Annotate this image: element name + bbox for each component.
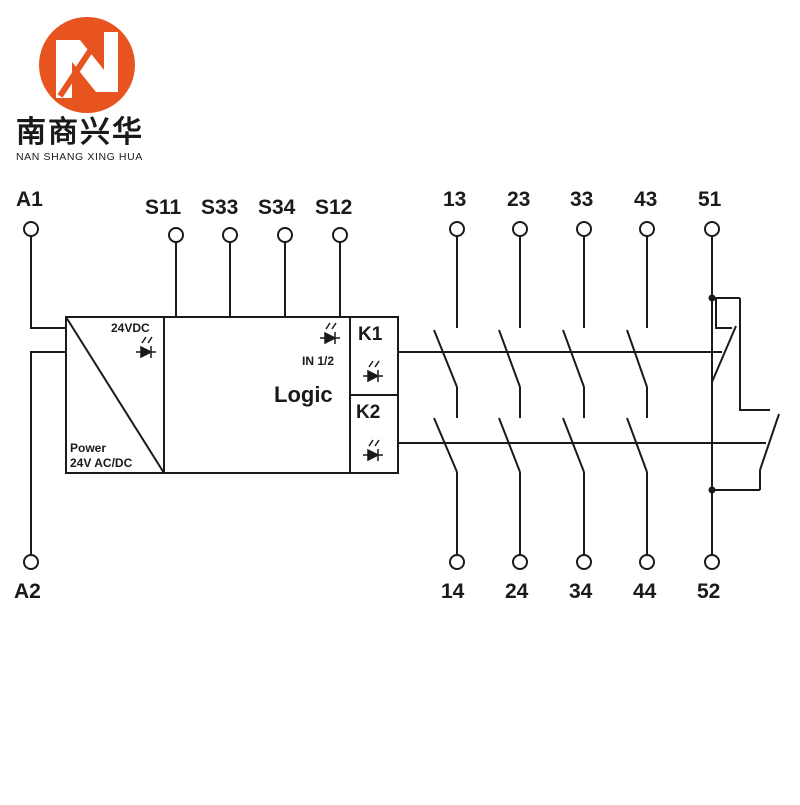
k2-contact-33-34 [562,417,585,473]
terminal-33 [576,221,592,237]
k2-contact-43-44 [626,417,648,473]
terminal-51 [704,221,720,237]
led-icon-input [320,322,340,345]
k1-contact-33-34 [562,329,585,388]
terminal-label-24: 24 [505,580,529,603]
power-supply-label: 24V AC/DC [70,456,133,470]
brand-name-cn: 南商兴华 [16,116,144,149]
terminal-label-s11: S11 [145,196,182,219]
terminal-label-13: 13 [443,188,466,211]
wire-a1 [30,236,66,329]
terminal-s11 [168,227,184,243]
power-converter-diagonal [65,316,165,474]
junction-dot-51 [708,294,716,302]
k2-nc-contact [759,413,780,471]
terminal-label-s33: S33 [201,196,238,219]
terminal-43 [639,221,655,237]
terminal-label-51: 51 [698,188,722,211]
terminal-s33 [222,227,238,243]
terminal-label-43: 43 [634,188,657,211]
terminal-24 [512,554,528,570]
wires [30,236,780,555]
terminal-label-s34: S34 [258,196,296,219]
terminal-label-14: 14 [441,580,465,603]
terminal-label-23: 23 [507,188,530,211]
terminal-label-s12: S12 [315,196,352,219]
wire-a2 [30,351,66,555]
terminal-circles [23,221,720,570]
k2-contact-13-14 [433,417,458,473]
terminal-52 [704,554,720,570]
k1-contact-43-44 [626,329,648,388]
logic-label: Logic [274,382,333,407]
power-voltage-label: 24VDC [111,321,150,335]
led-icon-k1 [363,360,383,383]
terminal-a2 [23,554,39,570]
k1-nc-contact [711,325,737,383]
logic-input-label: IN 1/2 [302,354,334,368]
power-label: Power [70,441,106,455]
relay-k2-label: K2 [356,402,380,423]
wire-k1-nc-upper [715,298,732,329]
terminal-label-34: 34 [569,580,593,603]
led-icon-k2 [363,439,383,462]
terminal-23 [512,221,528,237]
junction-dot-52 [708,486,716,494]
terminal-13 [449,221,465,237]
led-icons [136,322,383,462]
k1-contact-23-24 [498,329,521,388]
terminal-label-44: 44 [633,580,657,603]
brand-logo [39,17,135,113]
terminal-label-a2: A2 [14,580,41,603]
terminal-14 [449,554,465,570]
terminal-s34 [277,227,293,243]
terminal-label-52: 52 [697,580,720,603]
module-block [65,316,399,474]
relay-k1-label: K1 [358,324,383,345]
terminal-a1 [23,221,39,237]
wire-k1-to-k2-nc [739,298,770,411]
led-icon-power [136,336,156,359]
k2-contact-23-24 [498,417,521,473]
k1-contact-13-14 [433,329,458,388]
terminal-label-a1: A1 [16,188,43,211]
logo-slash [57,34,103,98]
terminal-label-33: 33 [570,188,593,211]
terminal-44 [639,554,655,570]
terminal-34 [576,554,592,570]
terminal-s12 [332,227,348,243]
brand-name-en: NAN SHANG XING HUA [16,151,143,163]
